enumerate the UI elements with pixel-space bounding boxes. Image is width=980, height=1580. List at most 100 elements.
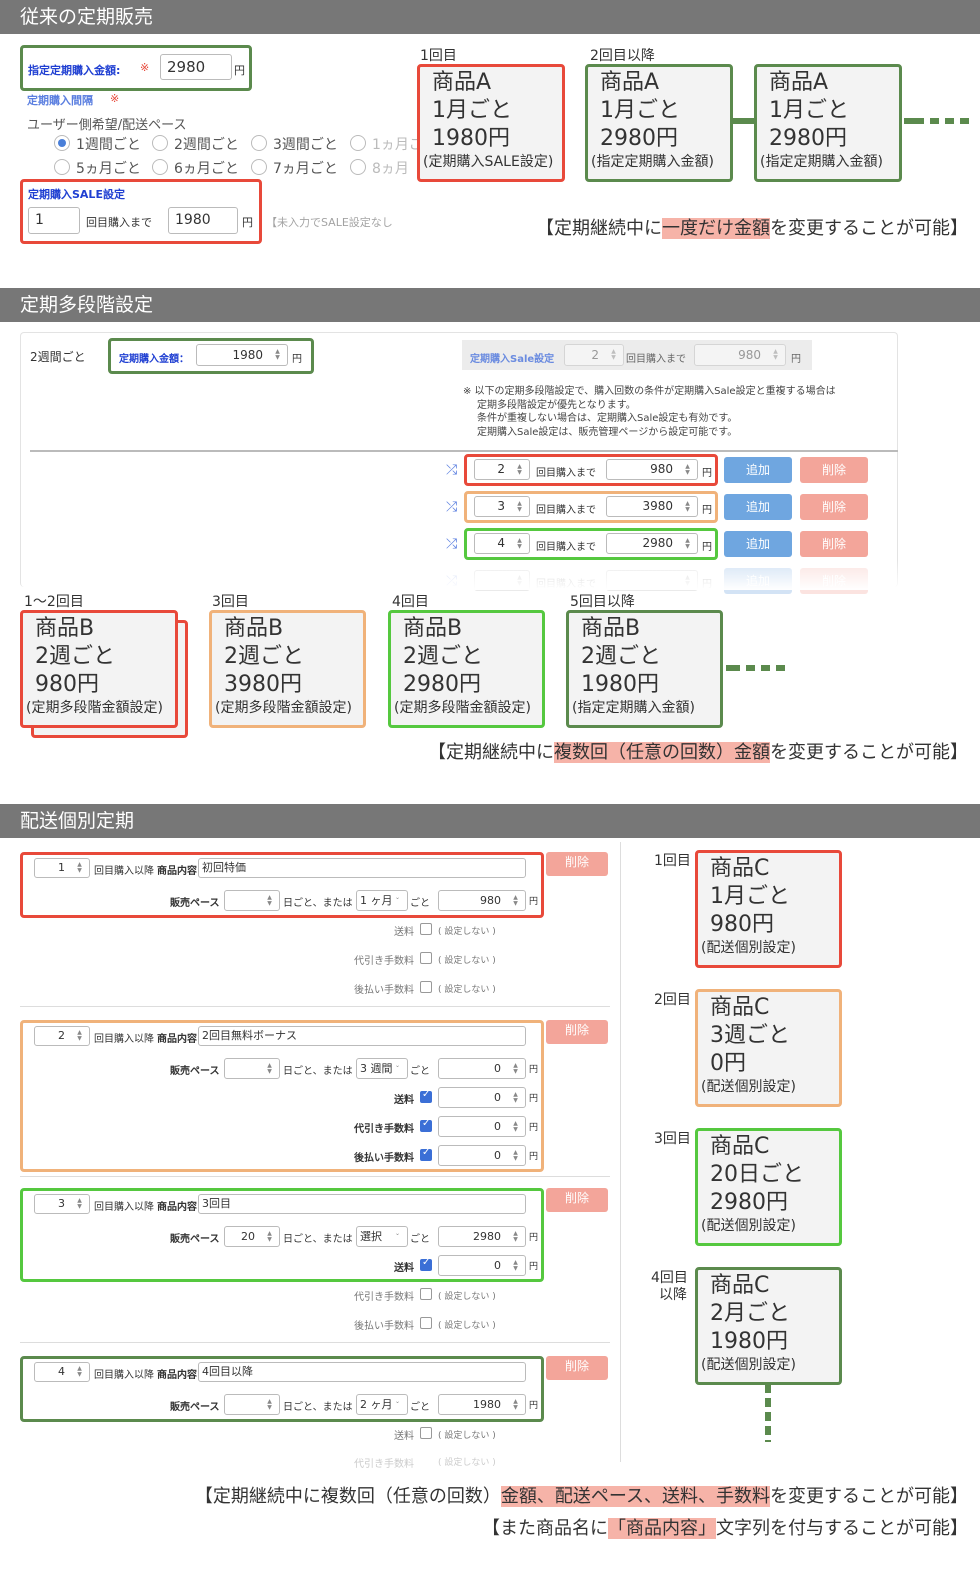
block-count-input[interactable]: 2▲▼ [34, 1026, 90, 1046]
fee-checkbox[interactable] [420, 1118, 432, 1132]
spinner-icon[interactable]: ▲▼ [517, 536, 522, 550]
fee-value: 0 [494, 1120, 501, 1133]
days-input[interactable]: ▲▼ [224, 890, 280, 911]
content-input[interactable]: 4回目以降 [198, 1362, 526, 1382]
content-input[interactable]: 初回特価 [198, 858, 526, 878]
stage-price-input[interactable]: 3980▲▼ [606, 496, 698, 517]
spinner-icon[interactable]: ▲▼ [685, 499, 690, 513]
spinner-icon[interactable]: ▲▼ [685, 462, 690, 476]
mp-sale-price[interactable]: 980▲▼ [694, 344, 786, 366]
price-yen: 円 [529, 1065, 539, 1075]
fee-checkbox[interactable] [420, 1257, 432, 1271]
radio-button[interactable] [350, 159, 366, 175]
spinner-icon[interactable]: ▲▼ [77, 1029, 82, 1042]
spinner-icon[interactable]: ▲▼ [517, 462, 522, 476]
sale-price-input[interactable]: 1980 [168, 207, 238, 234]
daily-label: 日ごと、または [283, 1234, 353, 1245]
stage-price-input[interactable]: 980▲▼ [606, 459, 698, 480]
add-button[interactable]: 追加 [724, 531, 792, 557]
shuffle-icon[interactable]: ⤮ [446, 536, 458, 552]
stage-count-input[interactable]: 4▲▼ [474, 533, 530, 554]
price-input[interactable]: 980▲▼ [438, 890, 526, 911]
spinner-icon[interactable]: ▲▼ [517, 499, 522, 513]
spinner-icon[interactable]: ▲▼ [513, 1119, 518, 1133]
spinner-icon[interactable]: ▲▼ [513, 1229, 518, 1243]
mp-sale-count[interactable]: 2▲▼ [564, 344, 624, 366]
mp-price-input[interactable]: 1980▲▼ [196, 344, 288, 366]
delete-button[interactable]: 削除 [800, 531, 868, 557]
radio-button[interactable] [54, 159, 70, 175]
days-input[interactable]: ▲▼ [224, 1058, 280, 1079]
fee-checkbox[interactable] [420, 1288, 432, 1300]
stage-count-input[interactable]: 3▲▼ [474, 496, 530, 517]
fee-checkbox[interactable] [420, 1089, 432, 1103]
block-delete-button[interactable]: 削除 [546, 852, 608, 876]
month-select[interactable]: 3 週間⌄ [356, 1058, 408, 1079]
radio-button[interactable] [152, 135, 168, 151]
stage-price-input[interactable]: 2980▲▼ [606, 533, 698, 554]
spinner-icon[interactable]: ▲▼ [513, 1061, 518, 1075]
fee-input[interactable]: 0▲▼ [438, 1145, 526, 1166]
shuffle-icon[interactable]: ⤮ [446, 499, 458, 515]
fee-checkbox[interactable] [420, 1317, 432, 1329]
delete-button[interactable]: 削除 [800, 457, 868, 483]
per-label: ごと [410, 1066, 430, 1077]
month-select[interactable]: 1 ヶ月⌄ [356, 890, 408, 911]
spinner-icon[interactable]: ▲▼ [267, 1397, 272, 1411]
block-count-input[interactable]: 1▲▼ [34, 858, 90, 878]
spinner-icon[interactable]: ▲▼ [267, 893, 272, 907]
radio-button[interactable] [251, 159, 267, 175]
card-interval: 2週ごと [403, 644, 483, 669]
month-select[interactable]: 選択⌄ [356, 1226, 408, 1247]
block-count-input[interactable]: 3▲▼ [34, 1194, 90, 1214]
delete-button[interactable]: 削除 [800, 494, 868, 520]
price-input[interactable]: 2980 [160, 54, 232, 80]
fee-checkbox[interactable] [420, 1427, 432, 1439]
spinner-icon[interactable]: ▲▼ [513, 1258, 518, 1272]
sale-count-input[interactable]: 1 [28, 207, 80, 234]
spinner-icon[interactable]: ▲▼ [267, 1229, 272, 1243]
block-delete-button[interactable]: 削除 [546, 1020, 608, 1044]
spinner-icon[interactable]: ▲▼ [513, 1148, 518, 1162]
fee-checkbox[interactable] [420, 981, 432, 993]
spinner-icon[interactable]: ▲▼ [77, 861, 82, 874]
stage-count-input[interactable]: 2▲▼ [474, 459, 530, 480]
content-input[interactable]: 2回目無料ボーナス [198, 1026, 526, 1046]
spinner-icon[interactable]: ▲▼ [513, 1090, 518, 1104]
spinner-icon[interactable]: ▲▼ [513, 1397, 518, 1411]
month-select[interactable]: 2 ヶ月⌄ [356, 1394, 408, 1415]
spinner-icon[interactable]: ▲▼ [267, 1061, 272, 1075]
not-set-label: ( 設定しない ) [438, 1458, 496, 1468]
days-input[interactable]: 20▲▼ [224, 1226, 280, 1247]
block-delete-button[interactable]: 削除 [546, 1188, 608, 1212]
fee-input[interactable]: 0▲▼ [438, 1087, 526, 1108]
price-input[interactable]: 0▲▼ [438, 1058, 526, 1079]
spinner-icon[interactable]: ▲▼ [513, 893, 518, 907]
fee-checkbox[interactable] [420, 952, 432, 964]
radio-button[interactable] [152, 159, 168, 175]
fee-label: 送料 [394, 1431, 414, 1442]
radio-button[interactable] [350, 135, 366, 151]
spinner-icon[interactable]: ▲▼ [77, 1365, 82, 1378]
shuffle-icon[interactable]: ⤮ [446, 462, 458, 478]
radio-button[interactable] [251, 135, 267, 151]
spinner-icon[interactable]: ▲▼ [77, 1197, 82, 1210]
fee-input[interactable]: 0▲▼ [438, 1255, 526, 1276]
spinner-icon[interactable]: ▲▼ [685, 536, 690, 550]
fee-input[interactable]: 0 ▲▼ [438, 1116, 526, 1137]
daily-label: 日ごと、または [283, 1066, 353, 1077]
card-price: 1980円 [581, 672, 659, 697]
price-input[interactable]: 2980▲▼ [438, 1226, 526, 1247]
fee-checkbox[interactable] [420, 923, 432, 935]
add-button[interactable]: 追加 [724, 494, 792, 520]
radio-button[interactable] [54, 135, 70, 151]
price-input[interactable]: 1980▲▼ [438, 1394, 526, 1415]
days-input[interactable]: ▲▼ [224, 1394, 280, 1415]
continuation-dots [904, 118, 969, 124]
fee-checkbox[interactable] [420, 1147, 432, 1161]
content-input[interactable]: 3回目 [198, 1194, 526, 1214]
add-button[interactable]: 追加 [724, 457, 792, 483]
block-count-input[interactable]: 4▲▼ [34, 1362, 90, 1382]
block-delete-button[interactable]: 削除 [546, 1356, 608, 1380]
